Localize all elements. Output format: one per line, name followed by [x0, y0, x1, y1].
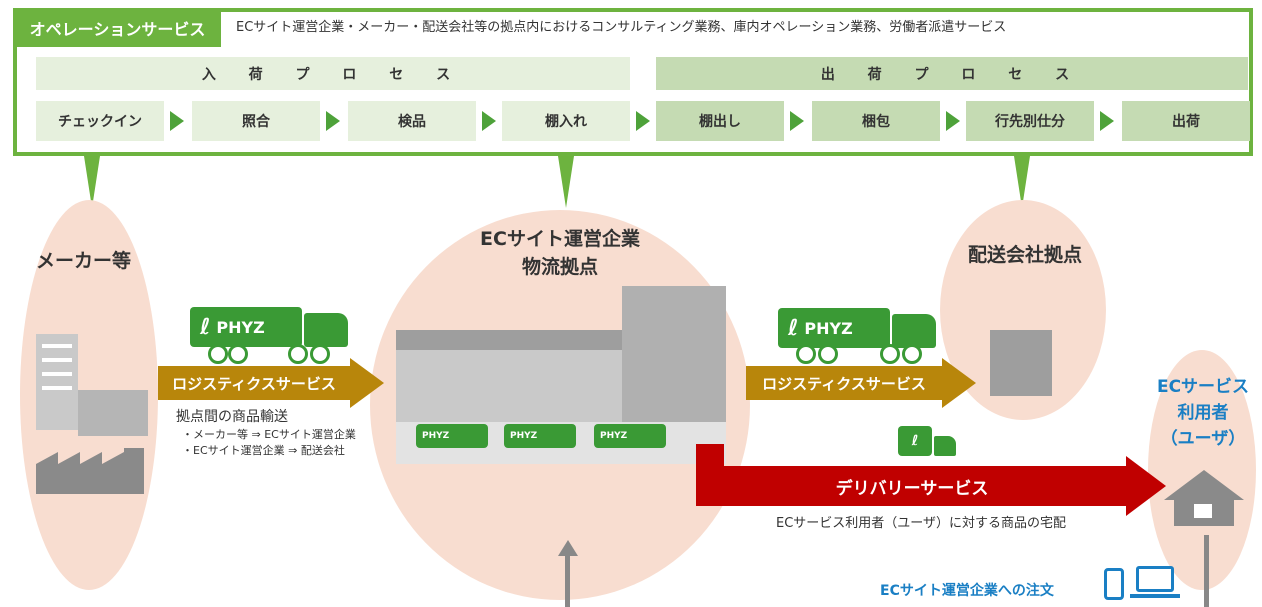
step-sorting: 行先別仕分	[966, 101, 1094, 141]
arrow-head-icon	[350, 358, 384, 408]
office-annex-icon	[78, 390, 148, 436]
operation-service-description: ECサイト運営企業・メーカー・配送会社等の拠点内におけるコンサルティング業務、庫…	[236, 20, 1007, 35]
delivery-arrow-head-icon	[1126, 456, 1166, 516]
logistics-service-arrow-right: ロジスティクスサービス	[746, 366, 942, 400]
order-label: ECサイト運営企業への注文	[880, 583, 1054, 599]
operation-service-tag: オペレーションサービス	[14, 9, 221, 47]
factory-icon	[36, 448, 144, 494]
logistics-service-arrow-left: ロジスティクスサービス	[158, 366, 350, 400]
warehouse-building-icon	[396, 350, 626, 426]
logistics-route-2: ・ECサイト運営企業 ⇒ 配送会社	[182, 444, 345, 457]
delivery-hub-title: 配送会社拠点	[967, 244, 1082, 266]
truck-wheel-icon	[310, 344, 330, 364]
step-collation: 照合	[192, 101, 320, 141]
delivery-truck-icon: ℓ	[898, 426, 932, 456]
delivery-service-arrow: デリバリーサービス	[696, 466, 1128, 506]
truck-cab-icon	[304, 313, 348, 347]
logistics-route-1: ・メーカー等 ⇒ ECサイト運営企業	[182, 428, 356, 441]
user-title-line1: ECサービス	[1156, 377, 1250, 397]
pointer-to-maker-icon	[84, 156, 100, 208]
step-arrow-icon	[326, 111, 340, 131]
small-truck-icon: PHYZ	[416, 424, 488, 448]
order-line-right	[1204, 535, 1209, 607]
ec-hub-title-line1: ECサイト運営企業	[480, 228, 640, 250]
order-arrow-line	[565, 556, 570, 607]
house-icon	[1164, 470, 1244, 526]
user-title-line3: （ユーザ）	[1160, 429, 1246, 449]
pointer-to-delivery-hub-icon	[1014, 156, 1030, 208]
inbound-process-band: 入 荷 プ ロ セ ス	[36, 57, 630, 90]
warehouse-tower-icon	[622, 286, 726, 432]
step-arrow-icon	[636, 111, 650, 131]
laptop-icon	[1136, 566, 1174, 592]
step-arrow-icon	[170, 111, 184, 131]
step-picking: 棚出し	[656, 101, 784, 141]
truck-wheel-icon	[796, 344, 816, 364]
delivery-truck-cab-icon	[934, 436, 956, 456]
small-truck-icon: PHYZ	[594, 424, 666, 448]
truck-wheel-icon	[902, 344, 922, 364]
office-building-icon	[36, 334, 78, 430]
smartphone-icon	[1104, 568, 1124, 600]
ec-hub-title-line2: 物流拠点	[521, 256, 598, 278]
logistics-caption: 拠点間の商品輸送	[176, 409, 288, 425]
step-packing: 梱包	[812, 101, 940, 141]
delivery-hub-building-icon	[990, 330, 1052, 396]
truck-wheel-icon	[818, 344, 838, 364]
truck-wheel-icon	[228, 344, 248, 364]
step-shelving: 棚入れ	[502, 101, 630, 141]
step-arrow-icon	[1100, 111, 1114, 131]
outbound-process-band: 出 荷 プ ロ セ ス	[656, 57, 1248, 90]
truck-wheel-icon	[880, 344, 900, 364]
arrow-head-icon	[942, 358, 976, 408]
delivery-caption: ECサービス利用者（ユーザ）に対する商品の宅配	[776, 516, 1067, 531]
laptop-base-icon	[1130, 594, 1180, 598]
step-arrow-icon	[790, 111, 804, 131]
step-arrow-icon	[482, 111, 496, 131]
user-title-line2: 利用者	[1177, 403, 1229, 423]
step-check-in: チェックイン	[36, 101, 164, 141]
order-arrow-head-icon	[558, 540, 578, 556]
truck-wheel-icon	[208, 344, 228, 364]
step-shipping: 出荷	[1122, 101, 1250, 141]
truck-cab-icon	[892, 314, 936, 348]
small-truck-icon: PHYZ	[504, 424, 576, 448]
user-area	[1148, 350, 1256, 590]
step-arrow-icon	[946, 111, 960, 131]
step-inspection: 検品	[348, 101, 476, 141]
maker-title: メーカー等	[36, 250, 132, 272]
truck-wheel-icon	[288, 344, 308, 364]
pointer-to-ec-hub-icon	[558, 156, 574, 208]
operation-service-panel	[13, 8, 1253, 156]
